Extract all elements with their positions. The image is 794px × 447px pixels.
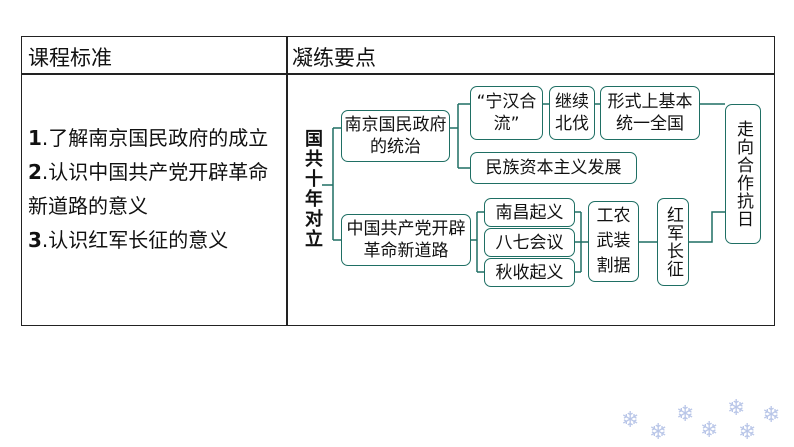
bottom-branch-connector	[471, 211, 484, 273]
events-gebing-connector	[575, 211, 588, 273]
changzheng-kangri-connector	[689, 211, 725, 243]
table-divider-vertical	[286, 37, 288, 325]
snowflake-icon: ❄	[676, 402, 695, 427]
standard-item: 3.认识红军长征的意义	[28, 223, 283, 257]
node-august-seventh-meeting: 八七会议	[484, 228, 575, 257]
node-nanjing-government: 南京国民政府的统治	[341, 110, 450, 162]
standard-text: .认识中国共产党开辟革命新道路的意义	[28, 160, 269, 218]
node-autumn-harvest-uprising: 秋收起义	[484, 258, 575, 287]
node-continue-northern-expedition: 继续北伐	[549, 86, 595, 140]
snowflake-icon: ❄	[738, 420, 757, 445]
standard-number: 1	[28, 126, 42, 150]
root-connector	[322, 127, 341, 241]
content-table: 课程标准 凝练要点 1.了解南京国民政府的成立 2.认识中国共产党开辟革命新道路…	[21, 36, 775, 326]
node-ninghan-merger: “宁汉合流”	[470, 86, 543, 140]
header-curriculum-standard: 课程标准	[28, 46, 112, 70]
standards-list: 1.了解南京国民政府的成立 2.认识中国共产党开辟革命新道路的意义 3.认识红军…	[28, 121, 283, 257]
standard-text: .了解南京国民政府的成立	[41, 126, 269, 150]
node-national-capitalism: 民族资本主义发展	[470, 152, 637, 184]
standard-number: 2	[28, 160, 42, 184]
snowflake-icon: ❄	[649, 420, 668, 445]
standard-number: 3	[28, 228, 42, 252]
snowflake-icon: ❄	[762, 403, 781, 428]
node-nanchang-uprising: 南昌起义	[484, 198, 575, 227]
standard-item: 1.了解南京国民政府的成立	[28, 121, 283, 155]
node-nominal-unification: 形式上基本统一全国	[600, 86, 700, 140]
snowflake-icon: ❄	[621, 408, 640, 433]
standard-text: .认识红军长征的意义	[41, 228, 229, 252]
header-key-points: 凝练要点	[292, 46, 376, 70]
snowflake-icon: ❄	[700, 418, 719, 443]
node-toward-anti-japanese-cooperation: 走向合作抗日	[725, 104, 761, 244]
node-armed-separatism: 工农武装割据	[588, 201, 639, 282]
snowflake-icon: ❄	[727, 396, 746, 421]
node-long-march: 红军长征	[657, 198, 689, 286]
node-ccp-new-path: 中国共产党开辟革命新道路	[341, 214, 471, 266]
table-divider-horizontal	[22, 73, 774, 75]
diagram-root: 国共十年对立	[302, 129, 323, 249]
top-branch-connector	[450, 103, 470, 169]
standard-item: 2.认识中国共产党开辟革命新道路的意义	[28, 155, 283, 223]
node-armed-separatism-label: 工农武装割据	[596, 206, 631, 276]
